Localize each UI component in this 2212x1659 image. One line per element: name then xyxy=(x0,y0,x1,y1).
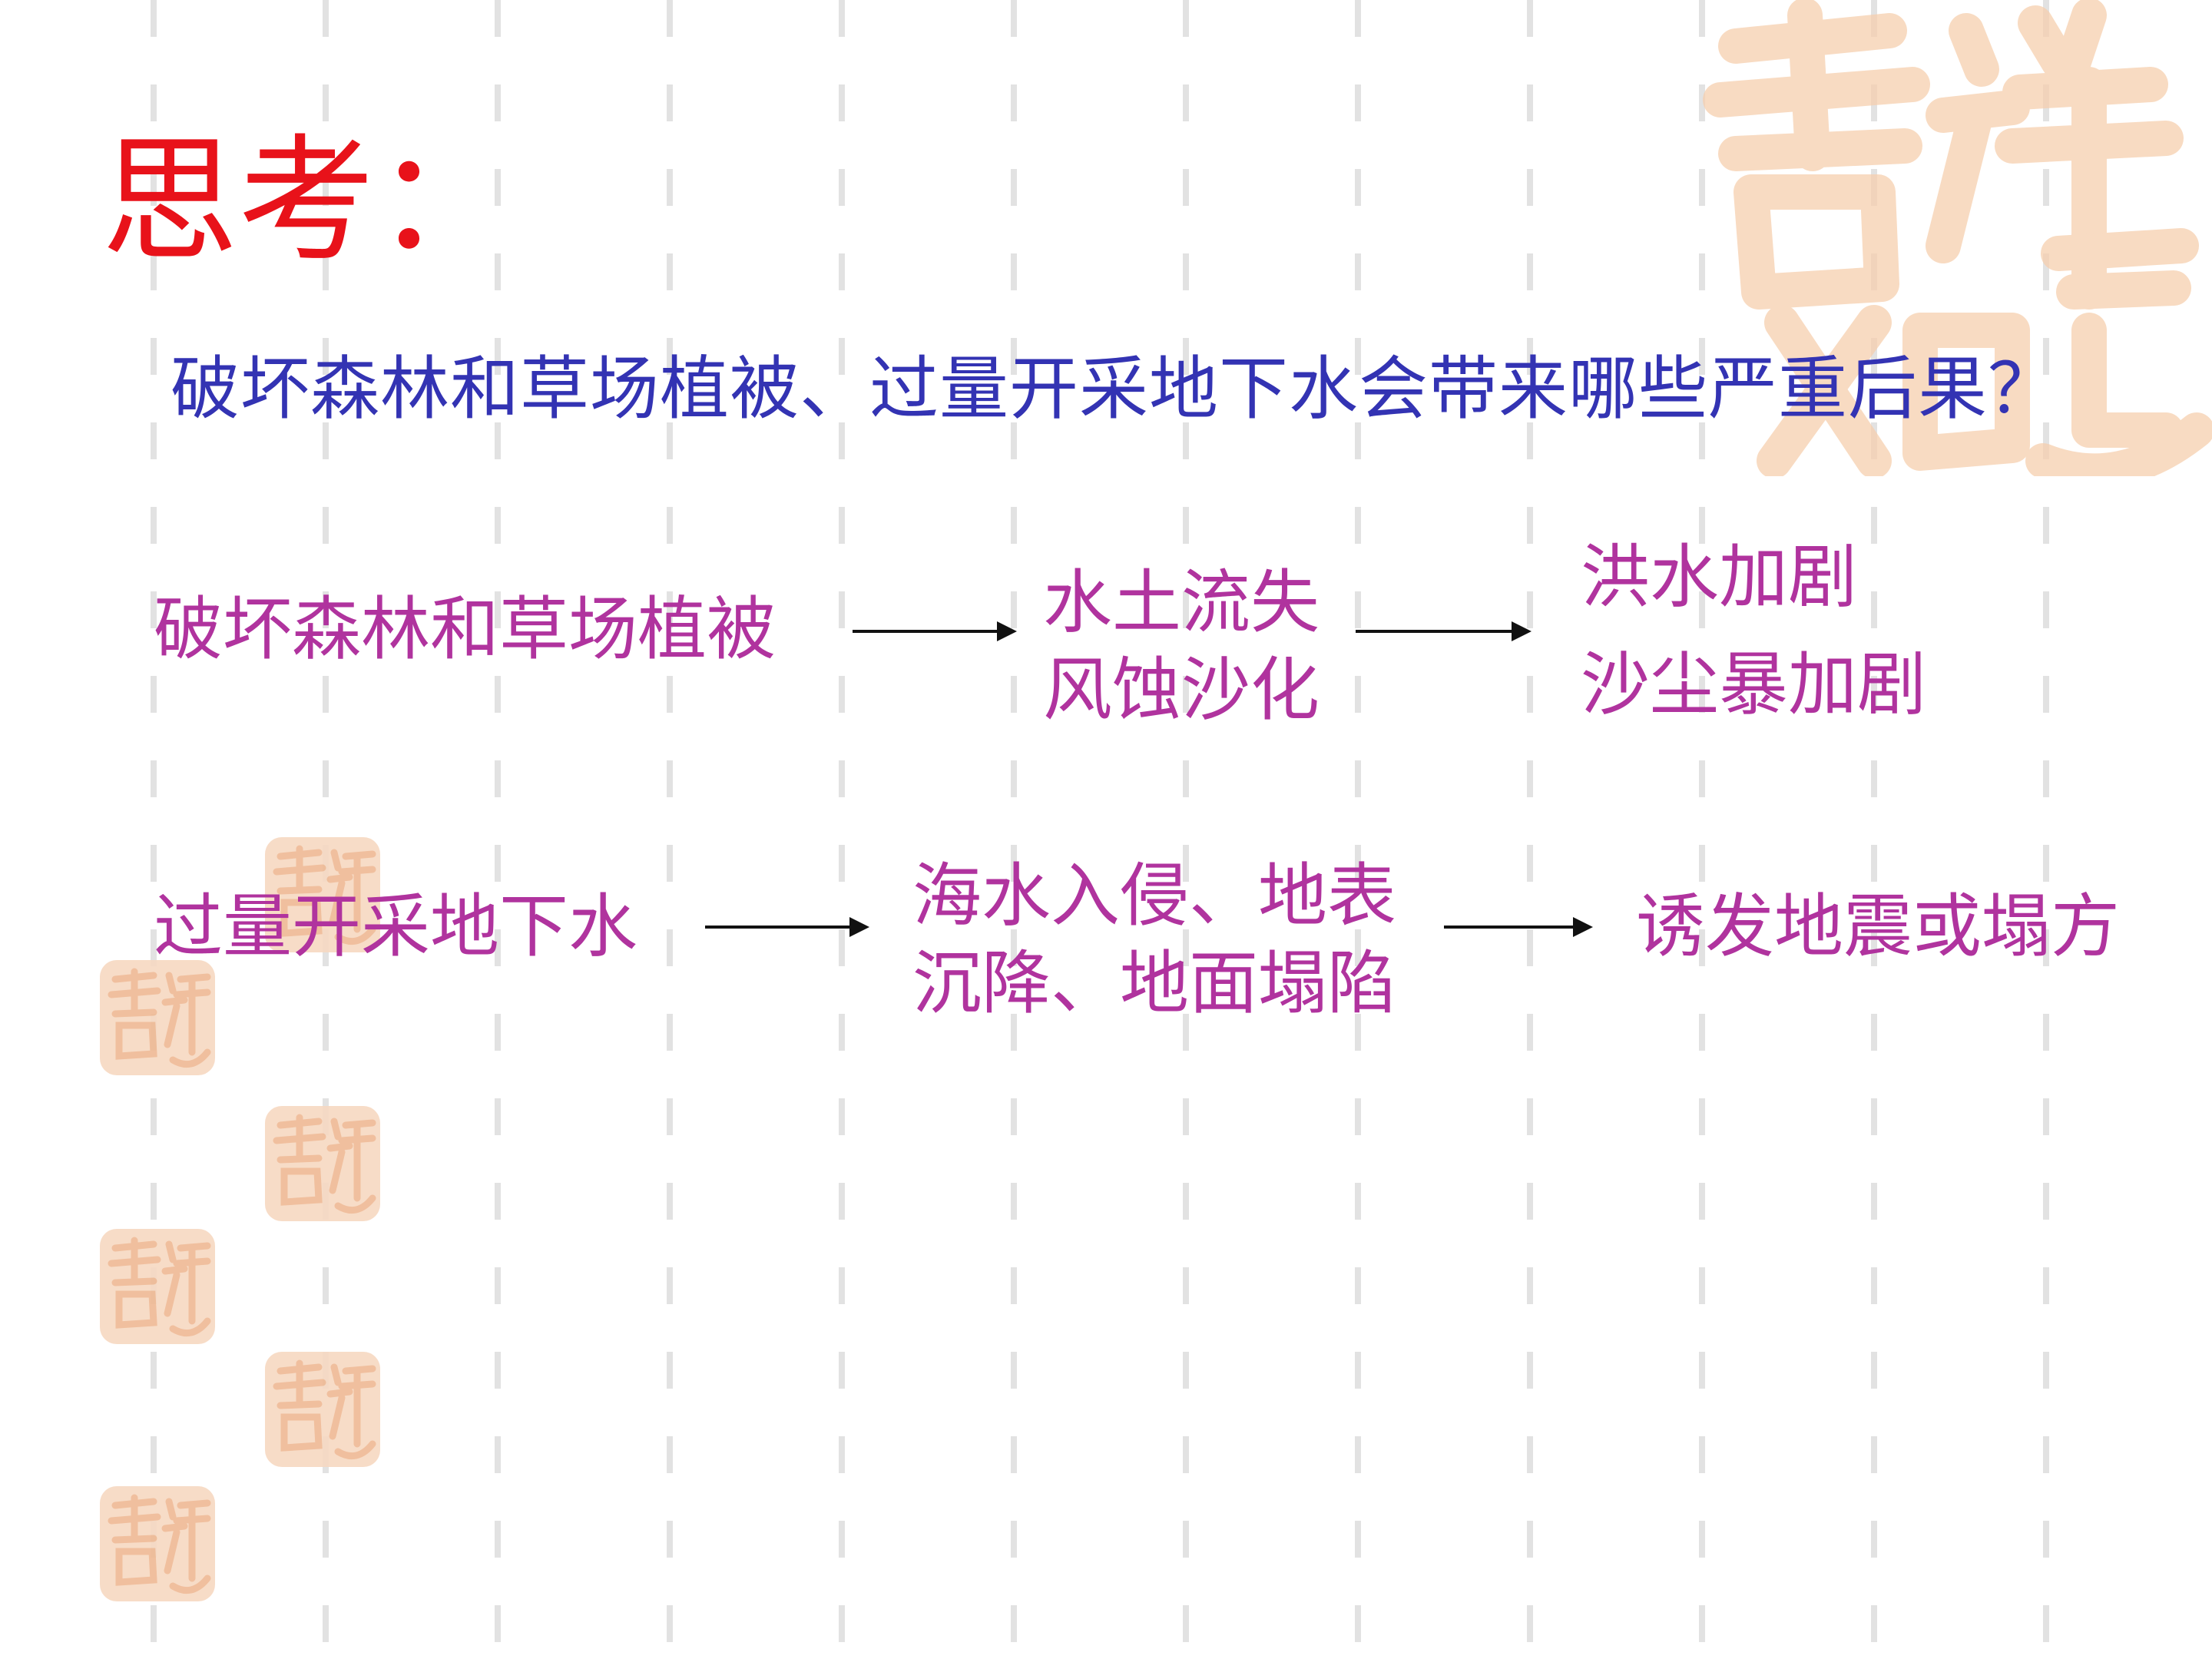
question-text: 破坏森林和草场植被、过量开采地下水会带来哪些严重后果？ xyxy=(171,349,2058,429)
grid-line xyxy=(323,0,329,1659)
chain-1-effect: 水土流失 xyxy=(1043,562,1320,643)
chain-2-result: 诱发地震或塌方 xyxy=(1636,886,2120,967)
grid-line xyxy=(1355,0,1361,1659)
grid-line xyxy=(1011,0,1017,1659)
seal-icon xyxy=(265,1352,380,1467)
arrow-right-icon xyxy=(853,621,1017,641)
chain-1-result: 沙尘暴加剧 xyxy=(1581,644,1926,725)
seal-icon xyxy=(265,837,380,952)
arrow-right-icon xyxy=(1356,621,1532,641)
chain-1-effect: 风蚀沙化 xyxy=(1043,650,1320,731)
arrow-right-icon xyxy=(705,917,869,937)
seal-icon xyxy=(265,1106,380,1221)
grid-line xyxy=(151,0,157,1659)
grid-line xyxy=(839,0,845,1659)
chain-1-result: 洪水加剧 xyxy=(1581,537,1857,618)
seal-icon xyxy=(1690,0,2212,476)
grid-line xyxy=(1699,0,1705,1659)
grid-line xyxy=(667,0,673,1659)
chain-2-effects: 海水入侵、地表 沉降、地面塌陷 xyxy=(912,853,1396,1028)
grid-line xyxy=(1183,0,1189,1659)
chain-1-cause: 破坏森林和草场植被 xyxy=(154,589,776,670)
grid-line xyxy=(2043,0,2049,1659)
seal-icon xyxy=(100,960,215,1075)
arrow-right-icon xyxy=(1444,917,1593,937)
grid-line xyxy=(1871,0,1877,1659)
chain-2-cause: 过量开采地下水 xyxy=(154,886,637,967)
chain-1-effects: 水土流失 风蚀沙化 xyxy=(1043,559,1320,735)
seal-icon xyxy=(100,1486,215,1601)
chain-2-effect: 海水入侵、地表 xyxy=(912,856,1396,936)
seal-icon xyxy=(100,1229,215,1344)
grid-line xyxy=(1527,0,1533,1659)
grid-line xyxy=(495,0,501,1659)
chain-2-effect: 沉降、地面塌陷 xyxy=(912,943,1396,1025)
slide-title: 思考： xyxy=(101,121,512,280)
